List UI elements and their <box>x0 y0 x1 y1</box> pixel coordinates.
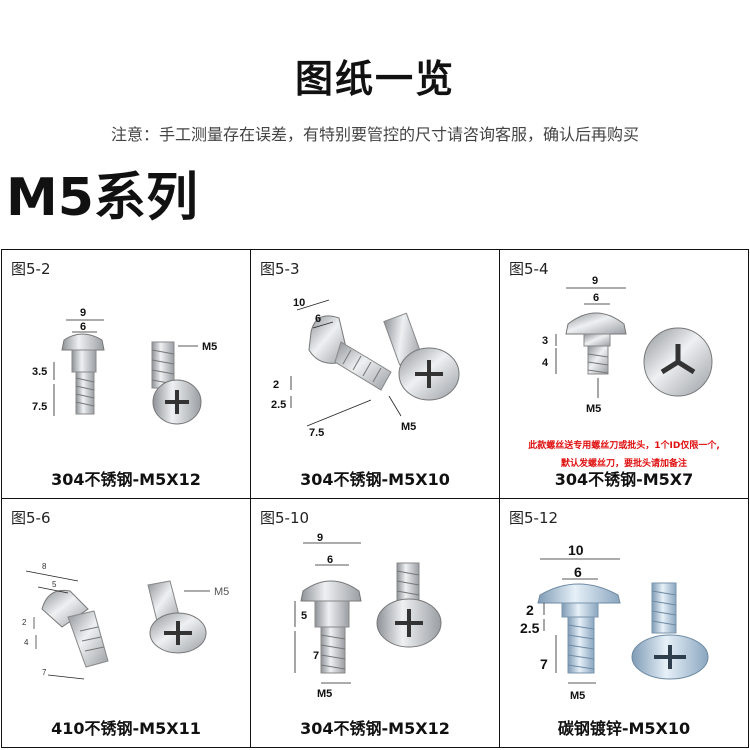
screw-drawing: 9 6 5 7 M5 <box>294 532 442 700</box>
dim-label: 9 <box>317 532 323 544</box>
figure-cell[interactable]: 图5-4 9 6 3 <box>500 250 749 499</box>
dim-label: 10 <box>293 297 305 309</box>
screw-side <box>300 580 362 674</box>
screw-side <box>41 589 109 668</box>
screw-front <box>643 327 713 397</box>
dim-label: 6 <box>327 554 333 566</box>
product-caption: 304不锈钢-M5X7 <box>554 470 694 489</box>
screw-drawing: 8 5 2 4 7 M5 <box>22 562 229 680</box>
dim-label: 6 <box>593 292 599 304</box>
measurement-notice: 注意：手工测量存在误差，有特别要管控的尺寸请咨询客服，确认后再购买 <box>110 125 639 144</box>
dim-label: 2 <box>22 618 27 627</box>
dim-label: 9 <box>80 307 86 319</box>
screw-front <box>383 312 460 401</box>
figure-label: 图5-4 <box>509 260 549 278</box>
screw-drawing: 10 6 2 2.5 7 M5 <box>520 542 709 702</box>
screw-front <box>631 582 709 680</box>
figure-cell[interactable]: 图5-12 <box>500 499 749 748</box>
page-title: 图纸一览 <box>294 57 455 101</box>
product-caption: 碳钢镀锌-M5X10 <box>557 719 691 738</box>
dim-label: 2.5 <box>520 620 540 636</box>
dim-label: 7 <box>42 668 47 677</box>
screw-drawing: 9 6 3.5 7.5 M5 <box>32 307 217 425</box>
product-caption: 410不锈钢-M5X11 <box>51 719 201 738</box>
screw-head <box>61 333 105 351</box>
dim-label: 3 <box>542 335 548 347</box>
dim-label: 3.5 <box>32 366 47 378</box>
figure-label: 图5-6 <box>11 509 51 527</box>
screw-drawing: 9 6 3 4 M5 <box>542 275 713 415</box>
dim-label: 8 <box>42 562 47 571</box>
driver-note: 默认发螺丝刀，要批头请加备注 <box>560 459 687 469</box>
figure-label: 图5-10 <box>260 509 310 527</box>
dim-label: 4 <box>24 638 29 647</box>
dim-label: M5 <box>570 690 585 702</box>
figure-label: 图5-3 <box>260 260 300 278</box>
dim-label: 9 <box>592 275 598 287</box>
screw-side <box>537 583 621 674</box>
product-caption: 304不锈钢-M5X10 <box>300 470 450 489</box>
screw-side <box>565 312 627 375</box>
dim-label: 5 <box>301 610 307 622</box>
screw-side <box>308 315 392 391</box>
screw-shoulder <box>71 349 97 373</box>
figure-cell[interactable]: 图5-6 8 5 2 <box>2 499 251 748</box>
driver-note: 此款螺丝送专用螺丝刀或批头，1个ID仅限一个, <box>528 441 720 451</box>
figure-label: 图5-12 <box>509 509 559 527</box>
drawing-grid: 图5-2 <box>1 249 749 748</box>
dim-label: 6 <box>80 321 86 333</box>
dim-label: 4 <box>542 357 549 369</box>
product-caption: 304不锈钢-M5X12 <box>51 470 201 489</box>
screw-front <box>376 562 442 648</box>
dim-label: M5 <box>401 421 416 433</box>
dim-label: 7.5 <box>309 427 324 439</box>
screw-front <box>147 580 207 654</box>
screw-front <box>151 341 202 425</box>
figure-cell[interactable]: 图5-2 <box>2 250 251 499</box>
figure-cell[interactable]: 图5-3 10 <box>251 250 500 499</box>
dim-label: M5 <box>317 688 332 700</box>
series-title: M5系列 <box>6 168 198 228</box>
screw-drawing: 10 6 2 2.5 7.5 M5 <box>271 297 460 439</box>
dim-label: 6 <box>574 564 582 580</box>
dim-label: 2 <box>273 379 279 391</box>
figure-cell[interactable]: 图5-10 <box>251 499 500 748</box>
dim-label: M5 <box>214 586 229 598</box>
dim-label: 7.5 <box>32 401 47 413</box>
dim-label: 6 <box>315 313 321 325</box>
figure-label: 图5-2 <box>11 260 51 278</box>
dim-label: 2 <box>526 602 534 618</box>
dim-label: M5 <box>202 341 217 353</box>
dim-label: 7 <box>313 650 319 662</box>
dim-label: 2.5 <box>271 399 286 411</box>
dim-label: 7 <box>540 656 548 672</box>
product-caption: 304不锈钢-M5X12 <box>300 719 450 738</box>
dim-label: 5 <box>52 580 57 589</box>
dim-label: 10 <box>568 542 584 558</box>
dim-label: M5 <box>586 403 601 415</box>
